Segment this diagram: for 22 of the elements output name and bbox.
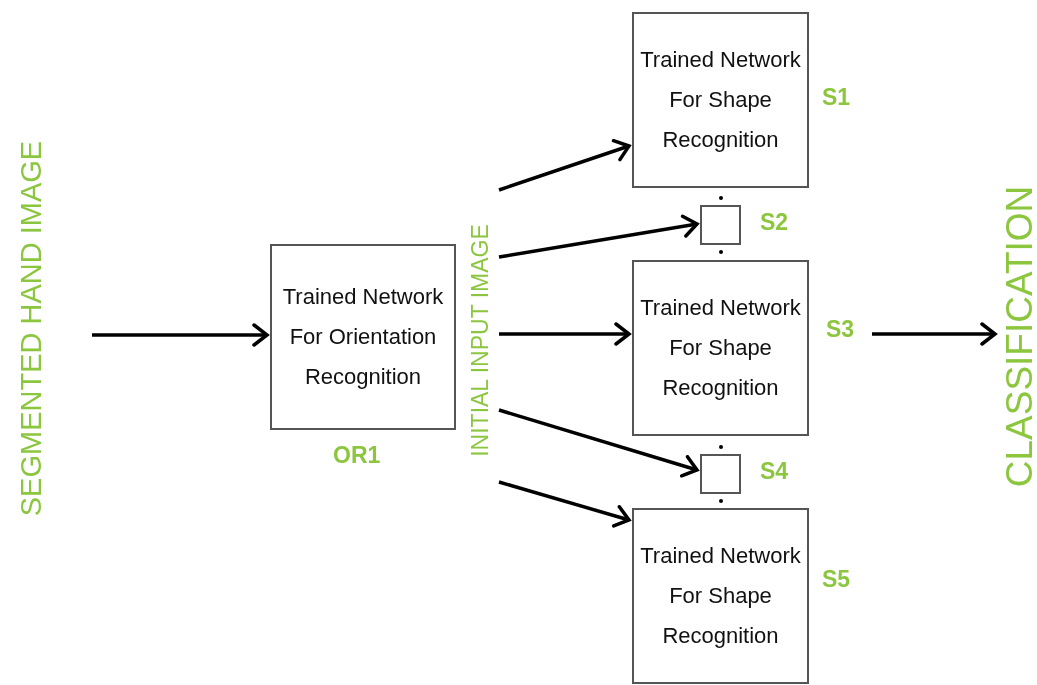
arrow <box>872 322 997 346</box>
arrow <box>498 138 631 192</box>
process-box: Trained Network For Shape Recognition <box>632 260 809 436</box>
empty-box <box>700 205 741 245</box>
vertical-label: CLASSIFICATION <box>998 170 1037 502</box>
arrow <box>499 322 631 346</box>
arrow <box>92 323 269 347</box>
node-caption: S1 <box>822 86 851 109</box>
node-caption: OR1 <box>333 444 381 467</box>
node-caption: S5 <box>822 568 851 591</box>
node-caption: S2 <box>760 211 789 234</box>
vertical-label: SEGMENTED HAND IMAGE <box>14 118 50 538</box>
arrow <box>498 408 699 478</box>
arrow <box>498 214 699 259</box>
process-box: Trained Network For Shape Recognition <box>632 508 809 684</box>
arrow <box>498 480 631 528</box>
node-caption: S3 <box>826 318 855 341</box>
empty-box <box>700 454 741 494</box>
process-box: Trained Network For Orientation Recognition <box>270 244 456 430</box>
process-box: Trained Network For Shape Recognition <box>632 12 809 188</box>
vertical-label: INITIAL INPUT IMAGE <box>465 183 495 497</box>
node-caption: S4 <box>760 460 789 483</box>
